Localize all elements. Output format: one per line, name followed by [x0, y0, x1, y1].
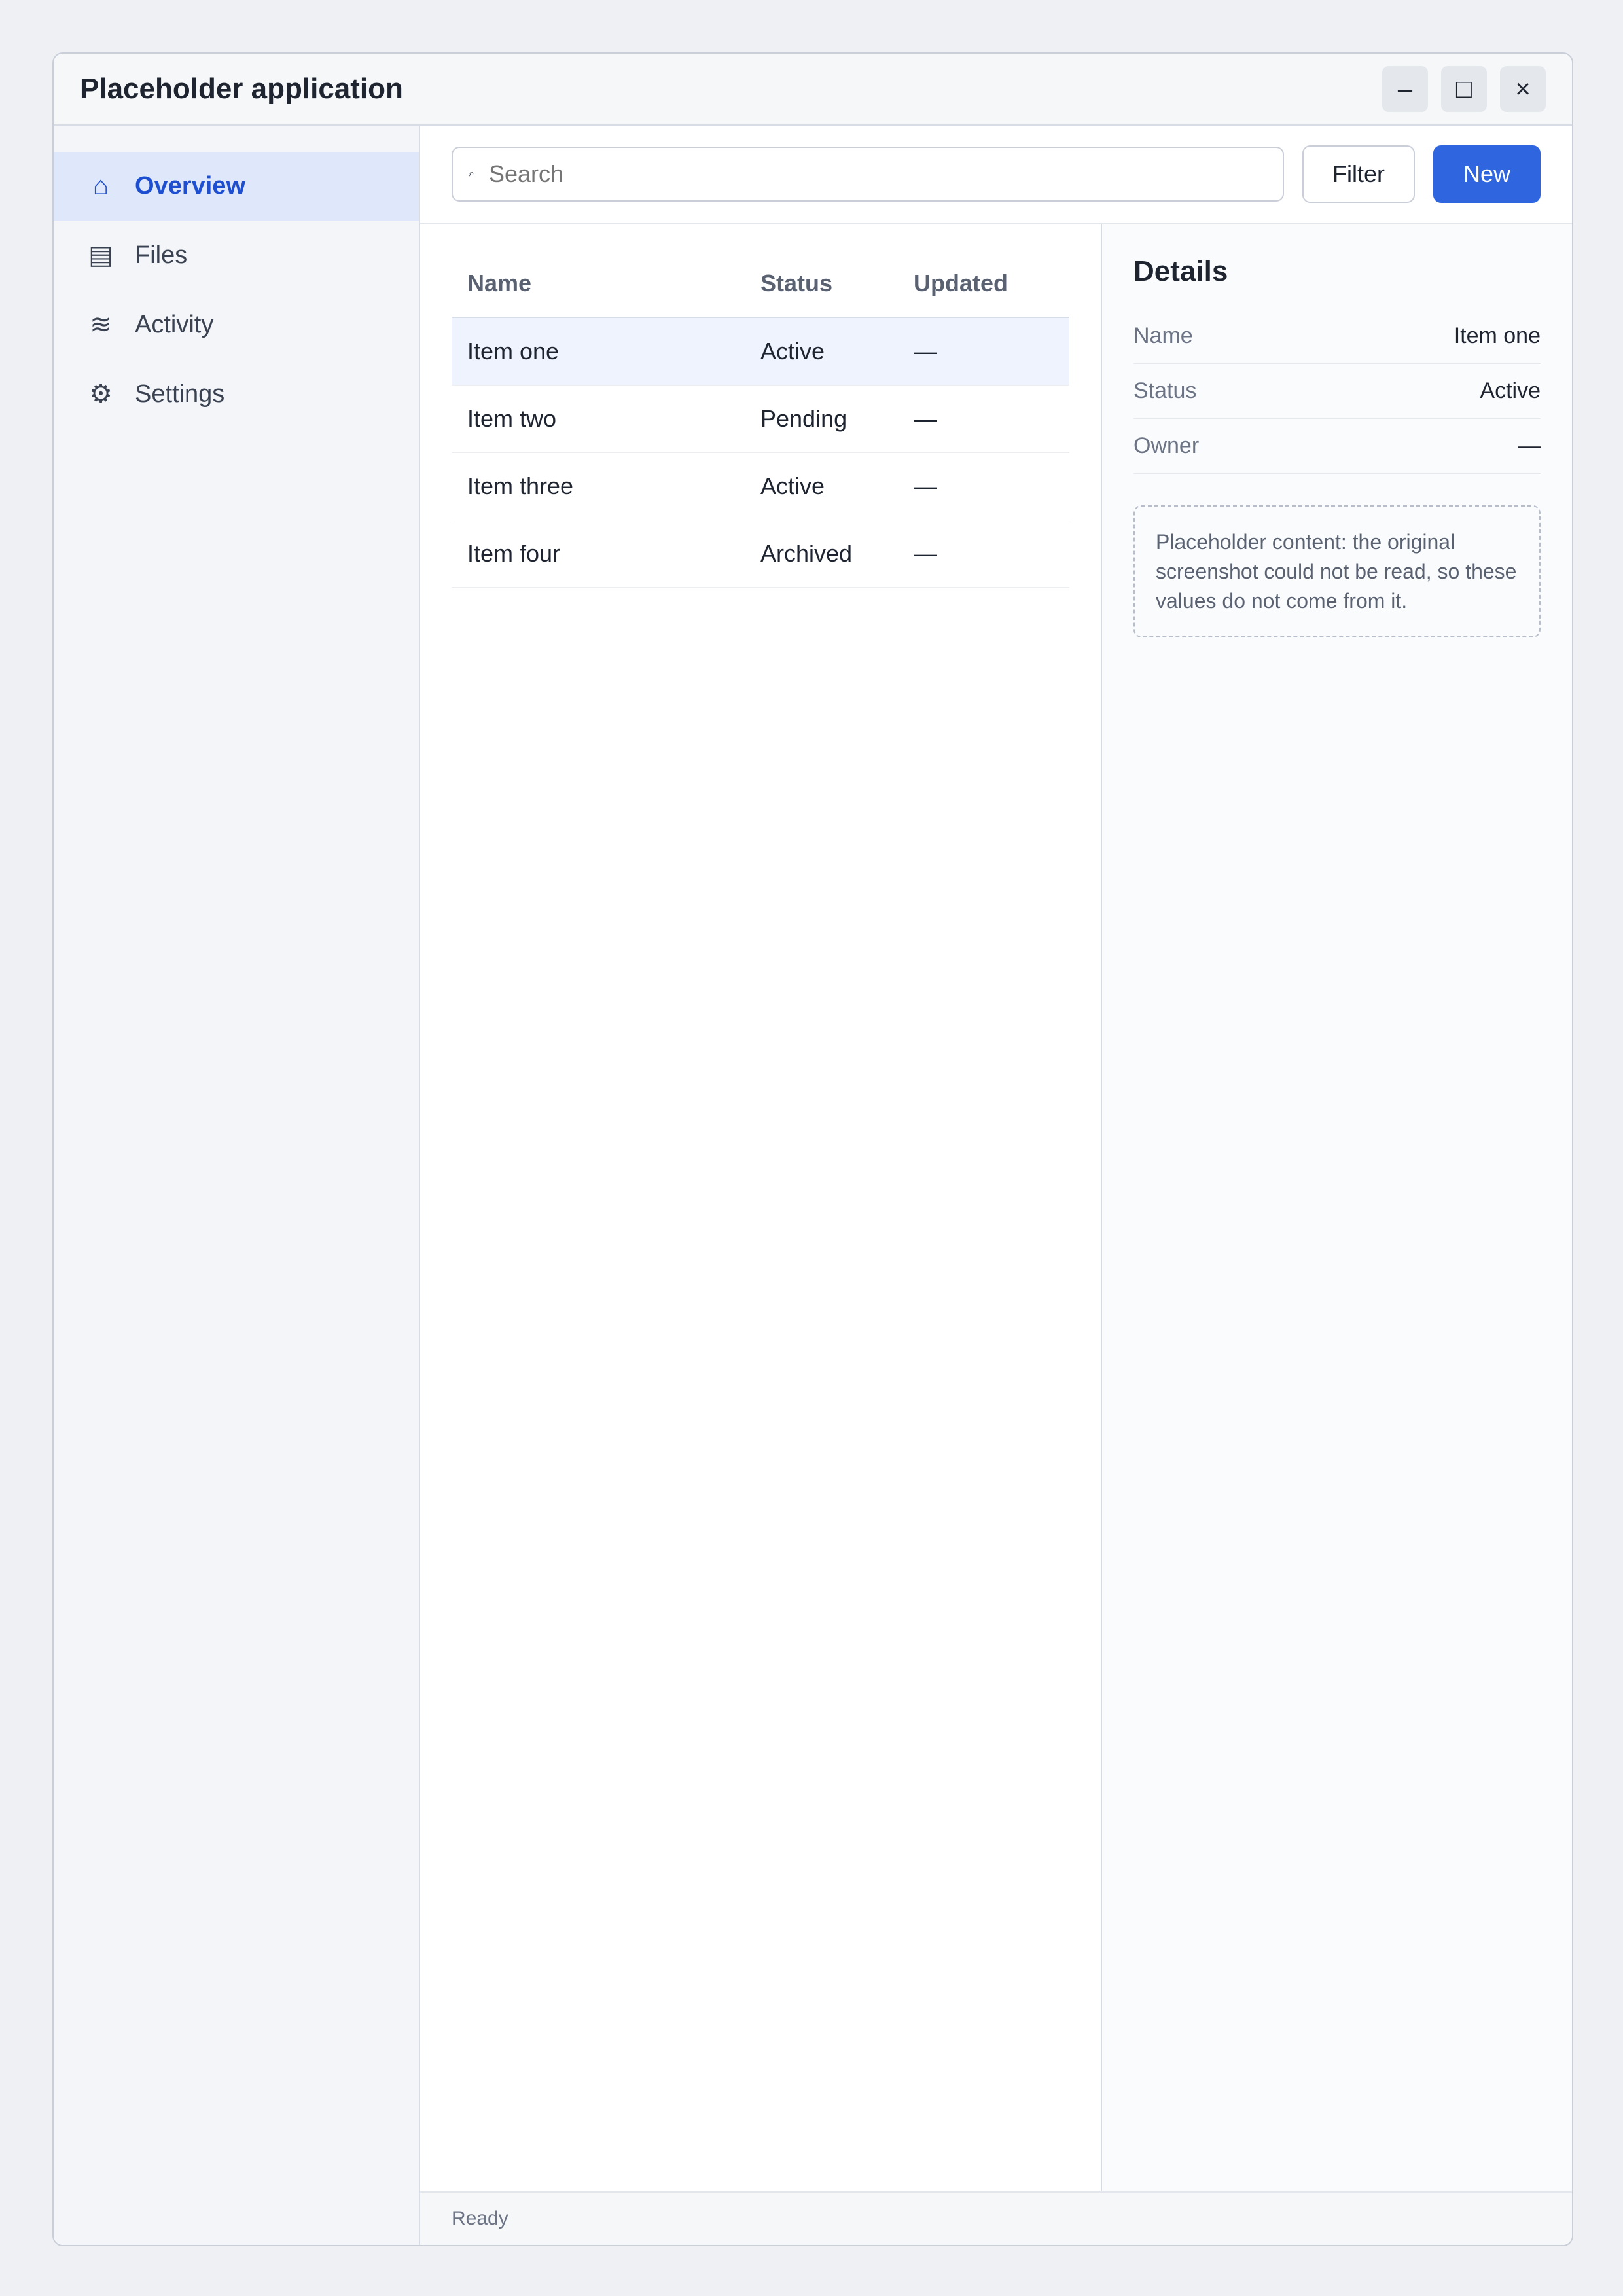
- detail-field: Status Active: [1133, 364, 1541, 419]
- filter-button[interactable]: Filter: [1302, 145, 1415, 203]
- close-icon[interactable]: ×: [1500, 66, 1546, 112]
- field-value: Item one: [1454, 323, 1541, 348]
- field-value: —: [1518, 433, 1541, 458]
- sidebar-item-label: Files: [135, 241, 188, 269]
- title-bar: Placeholder application – □ ×: [54, 54, 1572, 126]
- item-list: Name Status Updated Item one Active — It…: [420, 224, 1101, 2191]
- column-header-status[interactable]: Status: [760, 270, 833, 296]
- details-panel: Details Name Item one Status Active Owne…: [1101, 224, 1572, 2191]
- cell-name: Item two: [467, 405, 557, 432]
- cell-name: Item one: [467, 338, 560, 365]
- home-icon: ⌂: [92, 171, 109, 200]
- window-title: Placeholder application: [80, 73, 403, 105]
- sidebar-item-label: Settings: [135, 380, 225, 408]
- placeholder-note: Placeholder content: the original screen…: [1133, 505, 1541, 638]
- cell-status: Active: [760, 338, 825, 365]
- status-bar: Ready: [420, 2191, 1572, 2245]
- maximize-icon[interactable]: □: [1441, 66, 1487, 112]
- table-row[interactable]: Item two Pending —: [452, 386, 1069, 453]
- minimize-icon[interactable]: –: [1382, 66, 1428, 112]
- field-value: Active: [1480, 378, 1541, 403]
- details-title: Details: [1133, 255, 1228, 287]
- column-header-name[interactable]: Name: [467, 270, 532, 296]
- cell-name: Item four: [467, 540, 561, 567]
- cell-status: Active: [760, 473, 825, 499]
- sidebar-item-settings[interactable]: ⚙ Settings: [54, 359, 419, 429]
- cell-updated: —: [914, 405, 937, 432]
- detail-field: Owner —: [1133, 419, 1541, 474]
- sidebar: ⌂ Overview ▤ Files ≋ Activity ⚙ Settings: [54, 126, 420, 2245]
- folder-icon: ▤: [88, 241, 113, 270]
- detail-field: Name Item one: [1133, 309, 1541, 364]
- cell-status: Pending: [760, 405, 847, 432]
- table-row[interactable]: Item four Archived —: [452, 520, 1069, 588]
- sidebar-item-files[interactable]: ▤ Files: [54, 221, 419, 290]
- cell-updated: —: [914, 473, 937, 499]
- list-header: Name Status Updated: [452, 250, 1069, 318]
- sidebar-item-label: Activity: [135, 310, 214, 338]
- cell-name: Item three: [467, 473, 574, 499]
- sidebar-item-activity[interactable]: ≋ Activity: [54, 290, 419, 359]
- sidebar-item-label: Overview: [135, 172, 245, 200]
- table-row[interactable]: Item one Active —: [452, 318, 1069, 386]
- toolbar: ⌕ Filter New: [420, 126, 1572, 224]
- new-button[interactable]: New: [1433, 145, 1541, 203]
- sidebar-item-overview[interactable]: ⌂ Overview: [54, 152, 419, 221]
- main-area: ⌕ Filter New Name Status Updated Item on…: [420, 126, 1572, 2245]
- cell-status: Archived: [760, 540, 853, 567]
- search-box: ⌕: [452, 147, 1284, 202]
- gear-icon: ⚙: [89, 380, 113, 408]
- field-label: Owner: [1133, 433, 1200, 458]
- table-row[interactable]: Item three Active —: [452, 453, 1069, 520]
- content-area: Name Status Updated Item one Active — It…: [420, 224, 1572, 2191]
- search-input[interactable]: [487, 160, 1267, 188]
- column-header-updated[interactable]: Updated: [914, 270, 1008, 296]
- status-text: Ready: [452, 2208, 508, 2229]
- app-window: Placeholder application – □ × ⌂ Overview…: [52, 52, 1573, 2246]
- search-icon: ⌕: [469, 168, 474, 179]
- cell-updated: —: [914, 540, 937, 567]
- activity-icon: ≋: [90, 310, 112, 339]
- window-controls: – □ ×: [1382, 66, 1546, 112]
- field-label: Status: [1133, 378, 1197, 403]
- cell-updated: —: [914, 338, 937, 365]
- app-body: ⌂ Overview ▤ Files ≋ Activity ⚙ Settings…: [54, 126, 1572, 2245]
- field-label: Name: [1133, 323, 1193, 348]
